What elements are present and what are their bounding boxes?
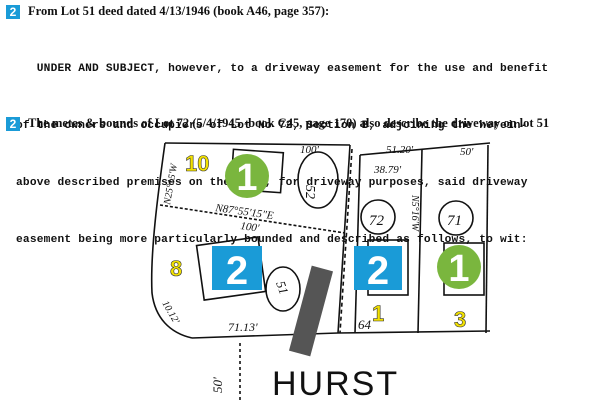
- east-boundary: [337, 144, 351, 334]
- lot-number-label: 52: [302, 185, 317, 199]
- badge-number: 2: [226, 249, 248, 293]
- frontage-label: 50': [210, 377, 225, 393]
- deed-excerpt: UNDER AND SUBJECT, however, to a drivewa…: [16, 22, 588, 269]
- lot-boundaries: [150, 142, 491, 400]
- header-text: From Lot 51 deed dated 4/13/1946 (book A…: [28, 4, 330, 18]
- street-name: HURST: [272, 365, 399, 400]
- driveway-marker: [288, 265, 334, 357]
- lot-circle-51: [265, 266, 301, 312]
- yellow-lot-label: 3: [454, 307, 466, 332]
- yellow-lot-label: 10: [185, 151, 209, 176]
- street-line-east: [337, 330, 491, 334]
- number-badge: 1: [437, 245, 481, 290]
- badge-number: 1: [448, 248, 469, 290]
- distance-label: 71.13': [228, 320, 258, 334]
- number-badge: 2: [212, 246, 262, 293]
- section-badge: 2: [6, 116, 20, 131]
- lot72-west: [354, 154, 361, 334]
- lot-circle-71: [438, 200, 474, 236]
- lot-circle-72: [360, 199, 396, 235]
- distance-label: 100': [300, 144, 320, 156]
- badge-number: 1: [236, 157, 257, 199]
- blue-square-badge: [212, 246, 262, 290]
- lot72-east: [417, 148, 423, 334]
- number-badge: 1: [225, 154, 269, 199]
- header-line-2: 2 The metes & bounds of Lot 72 (5/4/1945…: [6, 116, 549, 131]
- interior-line: [159, 204, 346, 234]
- yellow-lot-label: 1: [372, 301, 384, 326]
- number-badge: 2: [354, 246, 402, 293]
- survey-map: 52 72 71 51 N87°55'15"E 100' 100' 51.20'…: [150, 142, 491, 400]
- side-label: N25°15'W: [162, 161, 180, 206]
- lot71-east: [485, 144, 489, 334]
- header-line-1: 2 From Lot 51 deed dated 4/13/1946 (book…: [6, 4, 329, 19]
- lot-number-label: 71: [447, 213, 462, 229]
- left-boundary: [150, 142, 193, 339]
- bearing-label: N87°55'15"E: [214, 202, 275, 222]
- side-label: 10.12': [159, 299, 181, 327]
- badge-number: 2: [367, 249, 389, 293]
- distance-label: 64: [358, 317, 372, 332]
- easement-line: [339, 148, 353, 334]
- distance-label: 38.79': [373, 164, 402, 176]
- blue-square-badge: [354, 246, 402, 290]
- lot-circle-52: [297, 151, 339, 209]
- distance-label: 51.20': [386, 144, 414, 156]
- deed-line: of the owners and occupiers of Lot No 72…: [16, 120, 528, 132]
- side-label: N5°16'W: [409, 194, 420, 233]
- green-circle-badge: [437, 245, 481, 289]
- top-boundary: [164, 142, 351, 146]
- section-badge: 2: [6, 4, 20, 19]
- lot-number-label: 72: [369, 213, 385, 229]
- yellow-lot-label: 8: [170, 256, 182, 281]
- lot-number-label: 51: [273, 279, 292, 296]
- lot72-top: [359, 142, 491, 156]
- deed-line: UNDER AND SUBJECT, however, to a drivewa…: [16, 63, 549, 75]
- bearing-distance-label: 100': [240, 220, 261, 235]
- header-text: The metes & bounds of Lot 72 (5/4/1945 -…: [28, 116, 550, 130]
- green-circle-badge: [225, 154, 269, 198]
- distance-label: 50': [460, 146, 474, 158]
